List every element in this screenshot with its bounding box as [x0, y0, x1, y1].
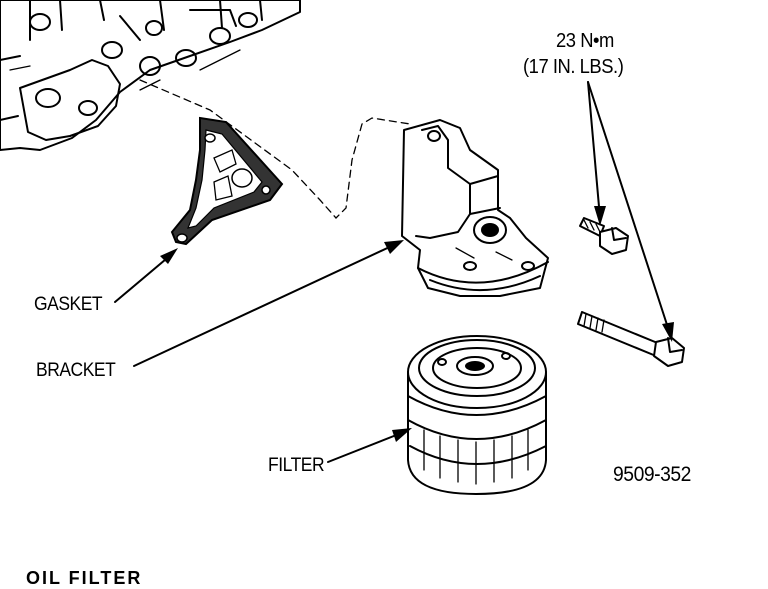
- bracket-illustration: [401, 119, 549, 297]
- leader-arrows: [114, 81, 674, 463]
- bracket-arrowhead: [384, 240, 404, 254]
- alignment-dash-line: [139, 79, 411, 219]
- short-bolt-illustration: [579, 217, 629, 255]
- long-bolt-illustration: [577, 311, 685, 367]
- gasket-arrowhead: [160, 248, 178, 264]
- bracket-label: BRACKET: [36, 360, 116, 381]
- figure-number: 9509-352: [613, 463, 691, 486]
- gasket-illustration: [170, 116, 284, 246]
- engine-block-illustration: [0, 0, 301, 151]
- filter-arrowhead: [392, 428, 412, 442]
- gasket-label: GASKET: [34, 294, 103, 315]
- long-bolt-arrowhead: [662, 322, 674, 342]
- oil-filter-illustration: [407, 335, 547, 495]
- cropped-footer-caption: OIL FILTER: [26, 568, 143, 588]
- filter-label: FILTER: [268, 455, 325, 476]
- torque-metric-label: 23 N•m: [556, 30, 614, 52]
- torque-imperial-label: (17 IN. LBS.): [523, 56, 624, 78]
- short-bolt-arrowhead: [594, 206, 606, 226]
